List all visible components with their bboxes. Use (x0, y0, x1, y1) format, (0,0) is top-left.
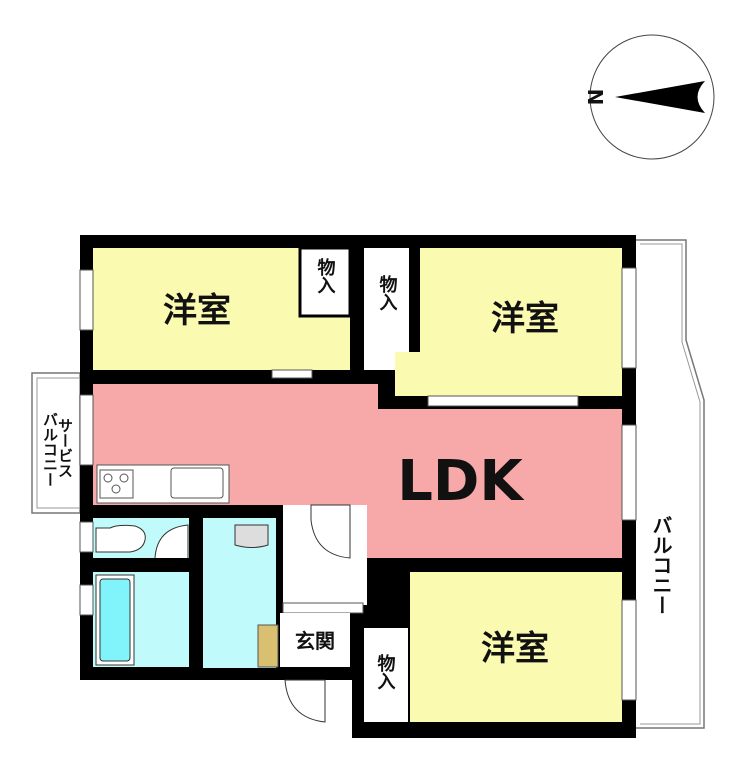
wash-basin-icon (234, 524, 269, 548)
closet-top-left (298, 246, 352, 318)
label-service-balcony-line1: サービス (56, 418, 74, 478)
western-room-top-right (395, 248, 622, 396)
kitchen-counter (96, 464, 230, 504)
label-closet-top-middle: 物入 (377, 274, 398, 311)
label-entrance: 玄関 (295, 629, 335, 653)
label-western-room-bottom: 洋室 (481, 629, 549, 669)
bathtub (99, 578, 131, 662)
toilet-icon (95, 524, 146, 553)
ldk-room (93, 384, 622, 558)
shoe-cabinet (257, 624, 279, 668)
front-door[interactable] (284, 679, 326, 723)
entrance-step (282, 602, 364, 614)
label-western-room-top-left: 洋室 (163, 291, 231, 331)
stove-icon (99, 469, 134, 499)
balcony-outline (636, 239, 705, 729)
label-western-room-top-right: 洋室 (491, 299, 559, 339)
compass: N (583, 34, 715, 160)
label-closet-bottom: 物入 (375, 653, 396, 690)
hall-door[interactable] (310, 504, 351, 559)
label-service-balcony-line2: バルコニー (41, 412, 59, 487)
closet-top-middle (364, 248, 409, 370)
toilet-door[interactable] (154, 524, 189, 559)
entrance (280, 613, 350, 667)
western-room-bottom (410, 572, 622, 722)
compass-north-label: N (583, 89, 607, 106)
closet-bottom (364, 628, 408, 722)
label-closet-top-left: 物入 (315, 257, 336, 294)
kitchen-sink-icon (170, 467, 224, 499)
compass-arrow-icon (615, 81, 705, 113)
windows (79, 267, 637, 701)
label-ldk: LDK (397, 449, 525, 514)
balcony-inner-outline (640, 243, 701, 725)
label-balcony: バルコニー (649, 515, 673, 615)
